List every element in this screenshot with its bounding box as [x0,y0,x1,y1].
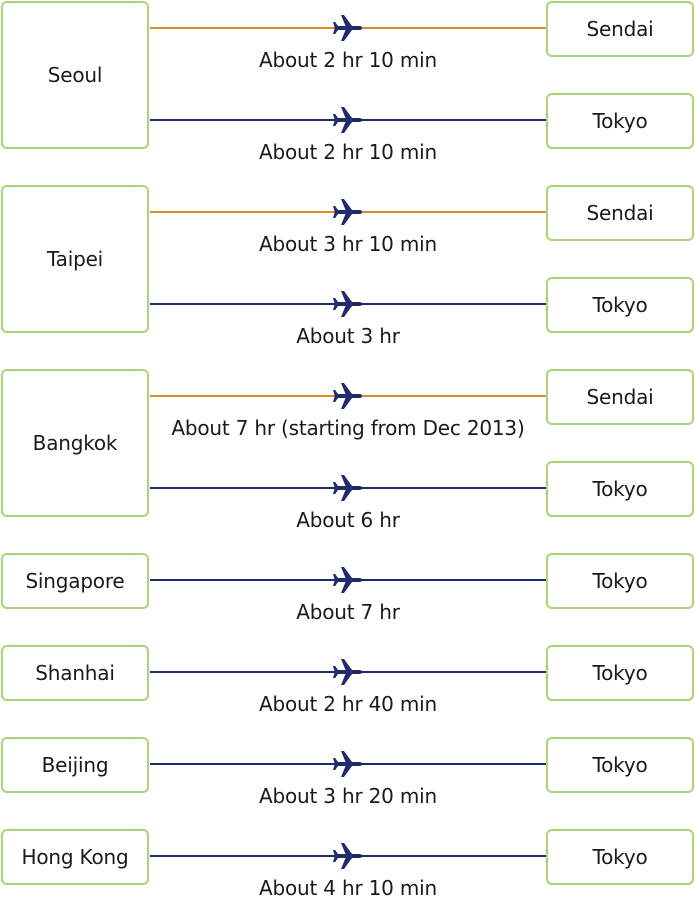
destination-box-tokyo: Tokyo [546,93,694,149]
destination-box-tokyo: Tokyo [546,737,694,793]
airplane-icon [332,565,364,595]
destination-box-tokyo: Tokyo [546,645,694,701]
flight-duration-label: About 6 hr [296,508,400,532]
origin-box-hong-kong: Hong Kong [1,829,149,885]
origin-box-singapore: Singapore [1,553,149,609]
airplane-icon [332,749,364,779]
destination-box-tokyo: Tokyo [546,461,694,517]
airplane-icon [332,657,364,687]
destination-box-tokyo: Tokyo [546,553,694,609]
flight-duration-label: About 4 hr 10 min [259,876,437,900]
destination-box-tokyo: Tokyo [546,829,694,885]
flight-duration-label: About 7 hr (starting from Dec 2013) [171,416,525,440]
airplane-icon [332,841,364,871]
flight-duration-label: About 2 hr 10 min [259,48,437,72]
airplane-icon [332,197,364,227]
destination-box-sendai: Sendai [546,1,694,57]
destination-box-sendai: Sendai [546,369,694,425]
airplane-icon [332,381,364,411]
origin-box-shanhai: Shanhai [1,645,149,701]
flight-duration-label: About 3 hr 20 min [259,784,437,808]
airplane-icon [332,289,364,319]
airplane-icon [332,13,364,43]
flight-duration-label: About 3 hr 10 min [259,232,437,256]
flight-duration-label: About 2 hr 10 min [259,140,437,164]
airplane-icon [332,473,364,503]
origin-box-bangkok: Bangkok [1,369,149,517]
origin-box-taipei: Taipei [1,185,149,333]
airplane-icon [332,105,364,135]
origin-box-seoul: Seoul [1,1,149,149]
origin-box-beijing: Beijing [1,737,149,793]
destination-box-sendai: Sendai [546,185,694,241]
flight-duration-label: About 7 hr [296,600,400,624]
flight-duration-label: About 2 hr 40 min [259,692,437,716]
flight-duration-label: About 3 hr [296,324,400,348]
destination-box-tokyo: Tokyo [546,277,694,333]
